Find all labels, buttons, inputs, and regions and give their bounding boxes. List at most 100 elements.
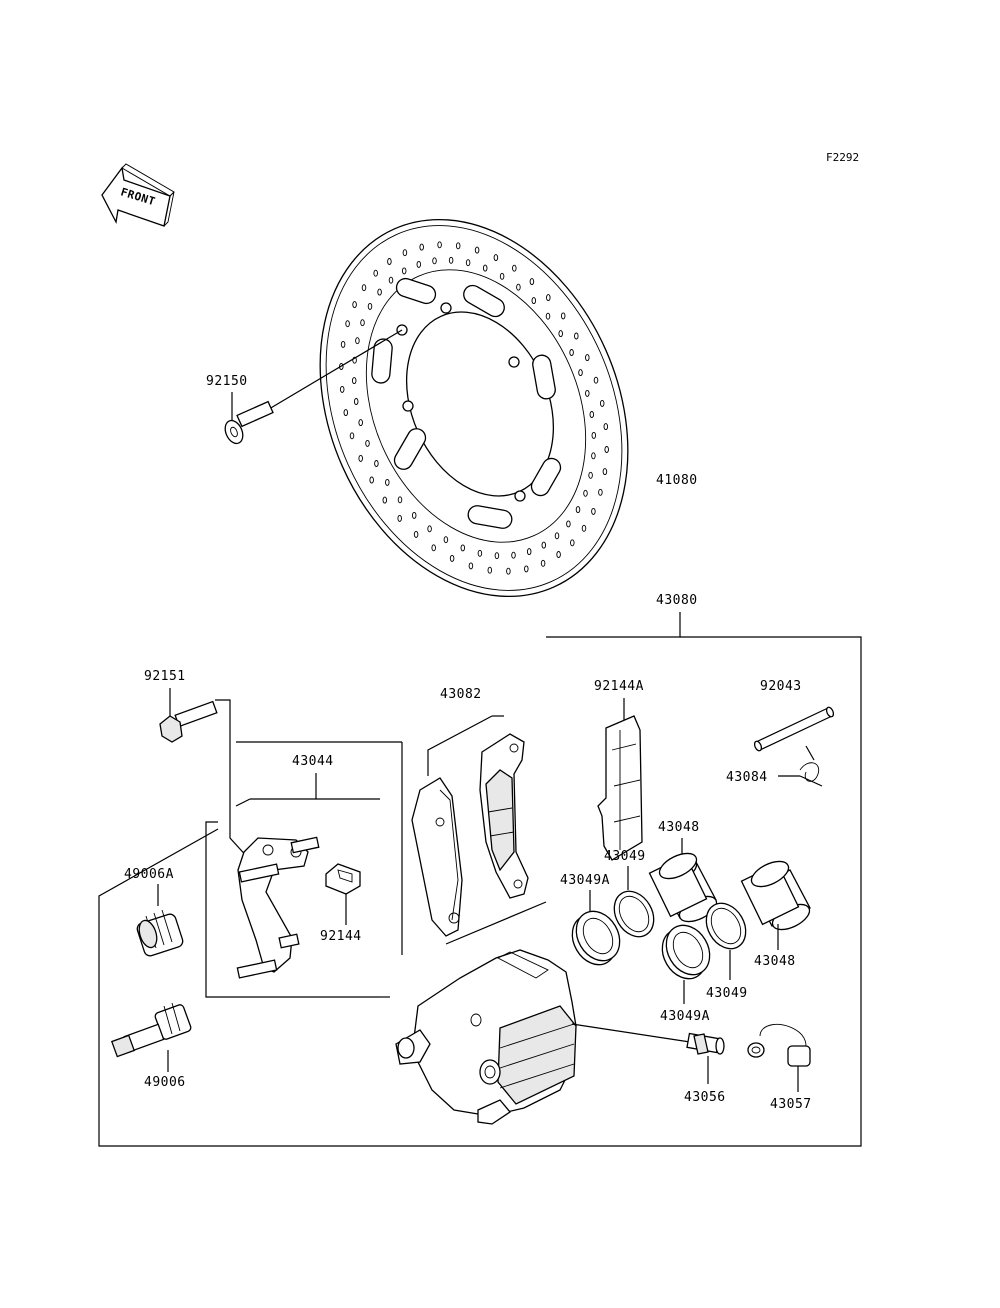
disc-vent-hole — [358, 454, 363, 462]
label-92144: 92144 — [320, 929, 362, 944]
disc-vent-hole — [604, 446, 609, 453]
disc-vent-hole — [401, 267, 407, 275]
disc-vent-hole — [506, 567, 511, 575]
disc-vent-hole — [570, 539, 575, 547]
disc-vent-hole — [574, 332, 579, 340]
label-43048-top: 43048 — [658, 820, 700, 835]
label-43044: 43044 — [292, 754, 334, 769]
disc-vent-hole — [369, 476, 374, 484]
disc-vent-hole — [558, 330, 563, 338]
disc-vent-hole — [591, 507, 596, 515]
disc-vent-hole — [603, 423, 609, 431]
disc-vent-hole — [427, 525, 432, 533]
piston-dust-seal-2 — [705, 902, 747, 950]
disc-vent-hole — [591, 452, 596, 460]
disc-vent-hole — [540, 559, 546, 567]
disc-vent-hole — [585, 354, 590, 362]
front-arrow-icon: FRONT — [101, 163, 175, 227]
disc-vent-hole — [388, 276, 394, 284]
disc-vent-hole — [602, 468, 608, 476]
label-92043: 92043 — [760, 679, 802, 694]
bleeder-cap — [136, 909, 184, 957]
disc-vent-hole — [531, 297, 537, 305]
disc-vent-hole — [365, 439, 370, 447]
piston-dust-seal-1 — [613, 890, 655, 938]
disc-vent-hole — [575, 506, 581, 514]
disc-vent-hole — [593, 376, 599, 384]
disc-vent-hole — [545, 312, 551, 320]
caliper-mount-bolt — [159, 700, 218, 743]
disc-vent-hole — [482, 264, 488, 272]
disc-vent-hole — [361, 284, 367, 292]
disc-vent-hole — [339, 385, 345, 393]
disc-vent-hole — [345, 320, 350, 328]
disc-vent-hole — [352, 301, 357, 309]
disc-vent-hole — [526, 548, 532, 556]
disc-vent-hole — [493, 254, 499, 262]
disc-vent-hole — [474, 246, 480, 254]
disc-vent-hole — [566, 520, 571, 528]
label-49006A: 49006A — [124, 867, 174, 882]
figure-code: F2292 — [826, 151, 859, 164]
disc-vent-hole — [437, 241, 442, 249]
disc-vent-hole — [449, 554, 455, 562]
disc-vent-hole — [355, 337, 360, 345]
disc-vent-hole — [343, 409, 349, 417]
disc-vent-hole — [373, 269, 378, 277]
disc-vent-hole — [511, 551, 516, 559]
label-43049A-left: 43049A — [560, 873, 610, 888]
disc-vent-hole — [340, 340, 346, 348]
label-43080: 43080 — [656, 593, 698, 608]
pad-spring-clip — [325, 863, 361, 895]
caliper-piston-2 — [740, 860, 811, 931]
disc-vent-hole — [351, 377, 357, 385]
disc-vent-hole — [460, 544, 466, 552]
disc-vent-hole — [529, 278, 535, 286]
disc-vent-hole — [455, 242, 461, 250]
label-41080: 41080 — [656, 473, 698, 488]
label-43048-right: 43048 — [754, 954, 796, 969]
label-43049-bottom: 43049 — [706, 986, 748, 1001]
disc-vent-hole — [487, 566, 493, 574]
piston-seal-2 — [661, 924, 711, 980]
disc-vent-hole — [468, 562, 474, 570]
label-43084: 43084 — [726, 770, 768, 785]
piston-seal-1 — [571, 910, 621, 966]
label-92150: 92150 — [206, 374, 248, 389]
disc-vent-hole — [599, 399, 605, 407]
disc-vent-hole — [546, 294, 551, 302]
disc-vent-hole — [524, 565, 529, 573]
disc-vent-hole — [560, 312, 566, 320]
disc-vent-hole — [385, 478, 390, 486]
label-92144A: 92144A — [594, 679, 644, 694]
label-43049A-bottom: 43049A — [660, 1009, 710, 1024]
disc-vent-hole — [569, 349, 574, 356]
disc-vent-hole — [465, 259, 471, 267]
disc-vent-hole — [541, 541, 547, 549]
disc-vent-hole — [494, 552, 500, 560]
disc-vent-hole — [431, 544, 436, 552]
label-92151: 92151 — [144, 669, 186, 684]
bleeder-cover — [747, 1023, 811, 1067]
label-43057: 43057 — [770, 1097, 812, 1112]
disc-vent-hole — [578, 369, 583, 377]
disc-vent-hole — [448, 256, 454, 264]
brake-pads — [411, 733, 529, 937]
disc-vent-hole — [443, 536, 449, 544]
disc-vent-hole — [352, 356, 357, 364]
bleeder-valve — [110, 1002, 192, 1058]
disc-vent-hole — [377, 288, 382, 296]
label-43082: 43082 — [440, 687, 482, 702]
disc-vent-hole — [499, 272, 505, 280]
caliper-fitting — [686, 1032, 725, 1055]
label-43049-top: 43049 — [604, 849, 646, 864]
disc-vent-hole — [477, 549, 483, 557]
anti-rattle-spring — [597, 715, 643, 861]
caliper-piston-1 — [648, 852, 718, 923]
disc-vent-hole — [413, 530, 419, 538]
disc-vent-hole — [397, 496, 403, 504]
disc-vent-hole — [382, 496, 388, 504]
disc-vent-hole — [512, 264, 517, 272]
disc-vent-hole — [583, 489, 588, 497]
disc-vent-hole — [432, 257, 437, 265]
